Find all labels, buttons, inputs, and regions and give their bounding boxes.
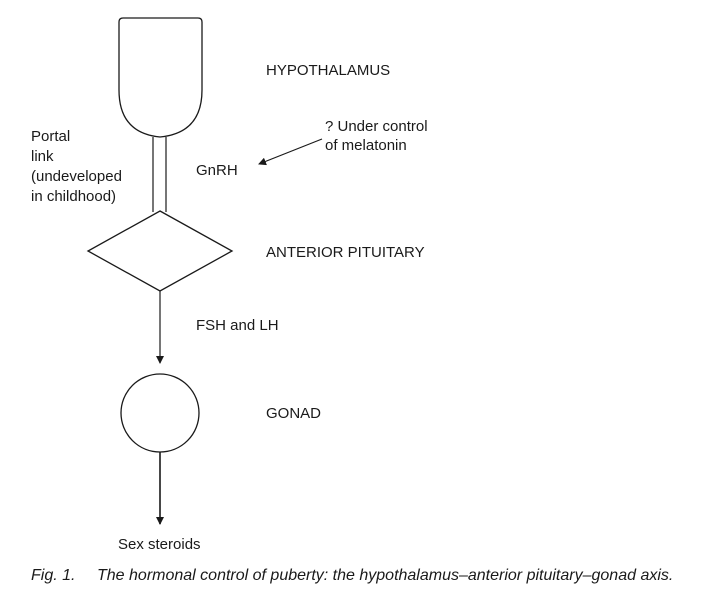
figure-number: Fig. 1.	[31, 567, 76, 584]
sex-steroids-label: Sex steroids	[118, 536, 201, 553]
portal-link-label-line-3: (undeveloped	[31, 168, 122, 185]
melatonin-arrow	[258, 138, 323, 166]
melatonin-note-line-2: of melatonin	[325, 137, 407, 154]
portal-link-label-line-4: in childhood)	[31, 188, 117, 205]
gonad-label: GONAD	[266, 405, 322, 422]
hypothalamus-label: HYPOTHALAMUS	[266, 62, 391, 79]
hypothalamus-shape	[118, 17, 203, 138]
anterior-pituitary-shape	[86, 210, 234, 292]
portal-link-label-line-2: link	[31, 148, 54, 165]
figure-caption-text: The hormonal control of puberty: the hyp…	[97, 567, 674, 584]
gonad-shape	[120, 373, 200, 453]
melatonin-note-line-1: ? Under control	[325, 118, 428, 135]
portal-link-label-line-1: Portal	[31, 128, 71, 145]
anterior-pituitary-label: ANTERIOR PITUITARY	[266, 244, 425, 261]
figure-caption: Fig. 1. The hormonal control of puberty: …	[31, 567, 673, 585]
axis-diagram	[86, 17, 323, 525]
fsh-lh-label: FSH and LH	[196, 317, 279, 334]
gnrh-label: GnRH	[196, 162, 238, 179]
